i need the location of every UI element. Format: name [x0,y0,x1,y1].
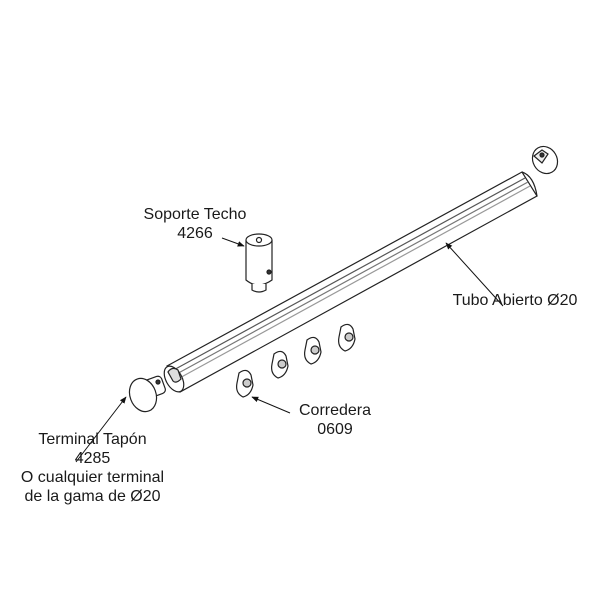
ceiling-support [245,233,273,293]
open-tube [163,171,538,393]
slider-label: Corredera 0609 [285,401,385,439]
terminal-name: Terminal Tapón [38,431,147,448]
right-end-cap [531,145,559,175]
support-label: Soporte Techo 4266 [130,205,260,243]
support-code: 4266 [177,225,213,242]
terminal-arrow [75,396,127,463]
terminal-note-1: O cualquier terminal [20,469,165,486]
slider-code: 0609 [317,421,353,438]
slider-name: Corredera [298,402,372,419]
slider-arrow [251,396,291,414]
tube-label: Tubo Abierto Ø20 [440,291,590,310]
sliders [236,323,356,398]
terminal-label: Terminal Tapón 4285 O cualquier terminal… [5,430,180,506]
tube-name: Tubo Abierto Ø20 [452,292,578,309]
support-arrow [221,237,245,247]
tube-arrow [445,242,504,307]
terminal-cap [128,375,166,413]
terminal-note-2: de la gama de Ø20 [24,488,161,505]
support-name: Soporte Techo [143,206,247,223]
terminal-code: 4285 [74,450,111,467]
